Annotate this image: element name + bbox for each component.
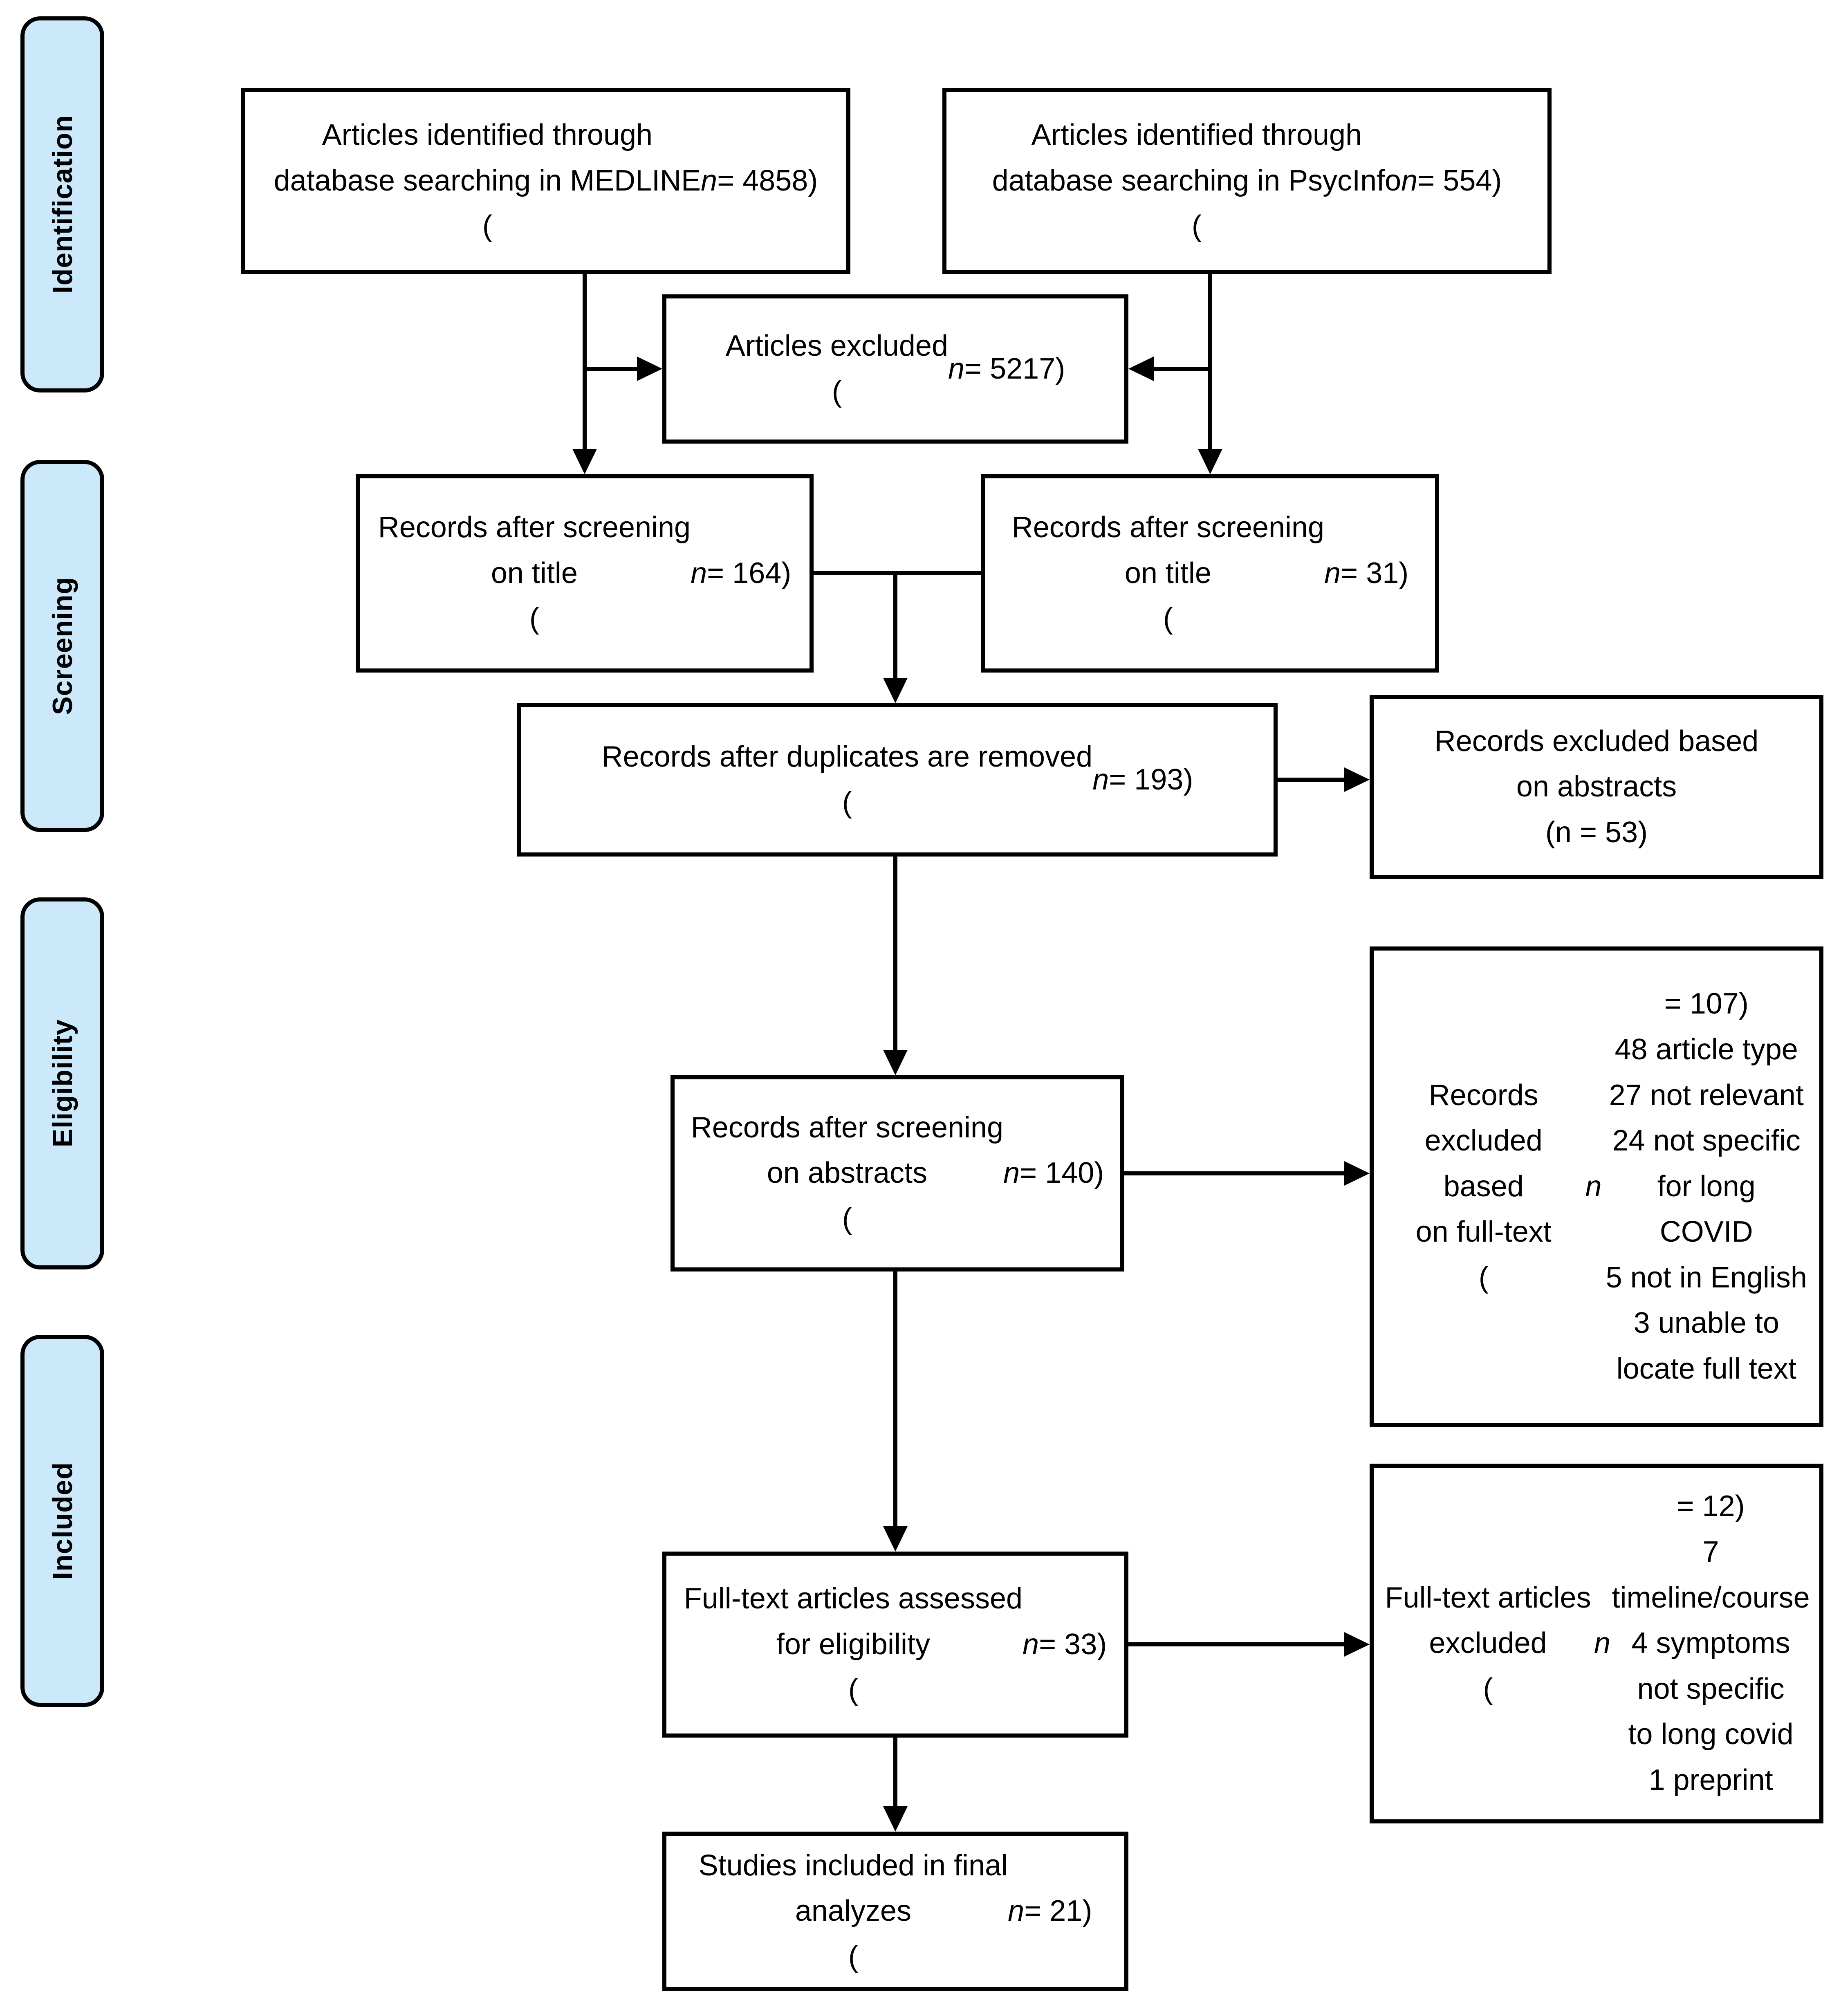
connector-medline-down [583,274,587,450]
box-screening-abstracts: Records after screening on abstracts (n … [670,1075,1124,1271]
stage-screening: Screening [20,460,104,832]
arrowhead-into-duplicates-icon [883,678,908,703]
stage-eligibility: Eligibility [20,897,104,1269]
arrowhead-into-excluded-right-icon [1128,357,1154,381]
box-fulltext-assessed: Full-text articles assessed for eligibil… [662,1552,1128,1738]
stage-included: Included [20,1335,104,1707]
arrowhead-into-excluded-left-icon [637,357,662,381]
box-duplicates-removed: Records after duplicates are removed (n … [517,703,1278,857]
arrowhead-medline-to-title-icon [572,449,597,474]
connector-psycinfo-down [1208,274,1212,450]
stage-identification-label: Identification [47,115,78,294]
arrowhead-psycinfo-to-title-icon [1198,449,1222,474]
box-identified-psycinfo: Articles identified through database sea… [942,88,1552,274]
arrowhead-into-studies-included-icon [883,1806,908,1832]
box-title-screen-psycinfo: Records after screening on title (n = 31… [981,474,1439,673]
arrowhead-into-fulltext-excluded-icon [1344,1632,1370,1657]
box-studies-included: Studies included in final analyzes (n = … [662,1832,1128,1991]
connector-duplicates-to-excluded-abstracts [1278,778,1345,782]
box-articles-excluded: Articles excluded (n = 5217) [662,294,1128,444]
stage-eligibility-label: Eligibility [47,1019,78,1148]
box-title-screen-medline: Records after screening on title (n = 16… [356,474,814,673]
connector-assessed-to-fulltext-excluded [1128,1642,1344,1646]
connector-medline-to-excluded [585,367,638,371]
stage-screening-label: Screening [47,577,78,715]
arrowhead-into-excluded-abstracts-icon [1344,767,1370,792]
box-excluded-abstracts: Records excluded based on abstracts (n =… [1370,695,1823,879]
connector-duplicates-down [893,857,897,1051]
arrowhead-into-fulltext-assessed-icon [883,1526,908,1552]
box-fulltext-excluded: Full-text articles excluded (n = 12) 7 t… [1370,1464,1823,1823]
connector-assessed-down [893,1738,897,1807]
arrowhead-into-screening-abstracts-icon [883,1050,908,1075]
connector-abstracts-to-excluded-fulltext [1124,1171,1344,1175]
arrowhead-into-excluded-fulltext-icon [1344,1161,1370,1186]
connector-junction-down [893,573,897,679]
box-excluded-fulltext: Records excluded based on full-text (n =… [1370,946,1823,1427]
connector-psycinfo-to-excluded [1153,367,1210,371]
connector-title-boxes [814,571,981,575]
stage-identification: Identification [20,16,104,392]
box-identified-medline: Articles identified through database sea… [241,88,850,274]
connector-abstracts-down [893,1271,897,1527]
stage-included-label: Included [47,1462,78,1580]
